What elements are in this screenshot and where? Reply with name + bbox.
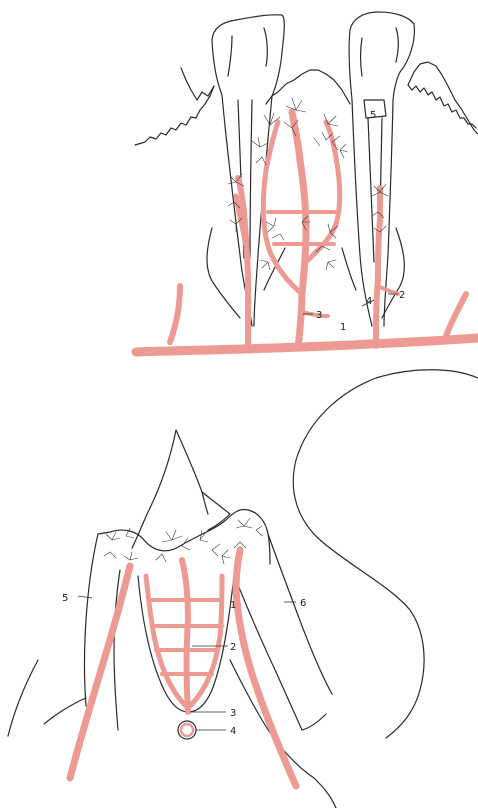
upper-gum-left-inner: [181, 68, 214, 100]
lower-vessel-left-long: [70, 566, 130, 778]
upper-right-root-canal: [364, 100, 386, 262]
upper-vessel-branch-left-end: [170, 286, 180, 342]
upper-label-5: 5: [370, 110, 376, 121]
lower-label-4: 4: [230, 726, 236, 737]
lower-tooth-crown: [132, 430, 230, 548]
lower-vessel-right-branch: [190, 576, 222, 706]
upper-vessel-center-right: [306, 122, 340, 262]
lower-foramen-inner: [181, 724, 193, 736]
upper-right-tooth: [349, 12, 414, 326]
lower-left-curve: [8, 660, 38, 736]
upper-label-4: 4: [366, 296, 372, 307]
lower-label-5: 5: [62, 593, 68, 604]
lower-leader-5: [78, 596, 92, 598]
lower-jaw-right-inner: [302, 714, 326, 730]
lower-jaw-right-outline: [230, 660, 336, 808]
upper-panel: 5 2 4 3 1: [135, 12, 478, 352]
lower-label-1: 1: [230, 600, 236, 611]
lower-label-6: 6: [300, 598, 306, 609]
upper-main-vessel: [136, 338, 478, 352]
lower-panel: 5 6 1 2 3 4: [8, 370, 478, 808]
lower-right-lobe-outline: [293, 370, 478, 738]
lower-jaw-left-outline: [44, 698, 86, 724]
upper-label-1: 1: [340, 322, 346, 333]
upper-label-3: 3: [316, 310, 322, 321]
lower-vessels: [70, 550, 296, 786]
upper-vessels: [136, 112, 478, 352]
upper-gum-right-wave: [408, 85, 476, 128]
lower-vessel-central-trunk: [182, 560, 188, 712]
upper-vessel-right-branch: [378, 286, 398, 294]
lower-label-3: 3: [230, 708, 236, 719]
upper-gum-left: [135, 86, 214, 145]
lower-vessel-left-branch: [146, 576, 186, 706]
lower-label-2: 2: [230, 642, 236, 653]
upper-vessel-branch-right-end: [446, 294, 466, 336]
upper-crown-contours: [228, 28, 398, 76]
upper-label-2: 2: [399, 290, 405, 301]
